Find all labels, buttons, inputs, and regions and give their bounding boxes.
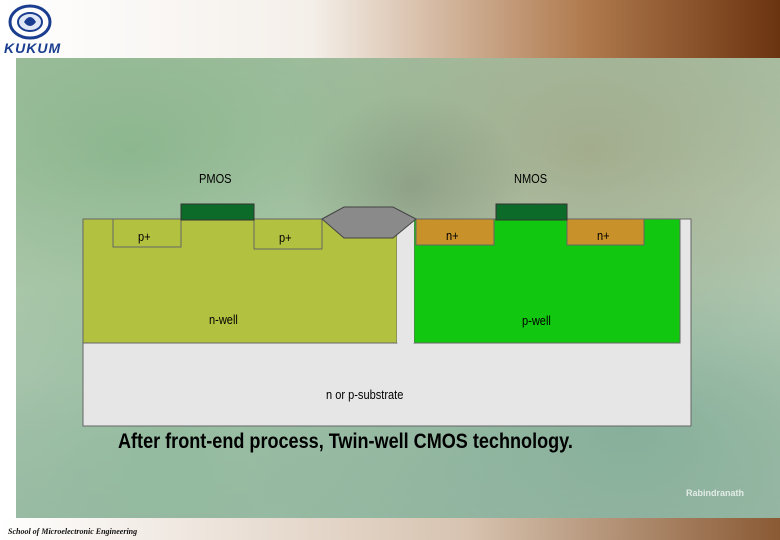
n-plus-left-region (415, 218, 495, 246)
pmos-label: PMOS (199, 171, 232, 186)
n-well-label: n-well (209, 312, 238, 327)
n-plus-right-region (566, 218, 645, 246)
pmos-gate (180, 203, 255, 221)
left-margin (0, 58, 16, 540)
nmos-gate (495, 203, 568, 221)
bottom-banner (0, 518, 780, 540)
n-plus-right-label: n+ (597, 228, 610, 243)
slide-caption: After front-end process, Twin-well CMOS … (118, 430, 573, 453)
university-logo-icon (8, 4, 52, 40)
substrate-label: n or p-substrate (326, 387, 404, 402)
p-plus-left-region (112, 218, 182, 248)
n-plus-left-label: n+ (446, 228, 459, 243)
footer-school-name: School of Microelectronic Engineering (8, 527, 138, 536)
watermark: Rabindranath (686, 488, 745, 498)
p-well-label: p-well (522, 313, 551, 328)
p-plus-left-label: p+ (138, 229, 151, 244)
logo-text: KUKUM (4, 40, 62, 56)
p-plus-right-region (253, 218, 323, 250)
top-banner (0, 0, 780, 58)
field-oxide (321, 206, 417, 239)
p-plus-right-label: p+ (279, 230, 292, 245)
nmos-label: NMOS (514, 171, 548, 186)
